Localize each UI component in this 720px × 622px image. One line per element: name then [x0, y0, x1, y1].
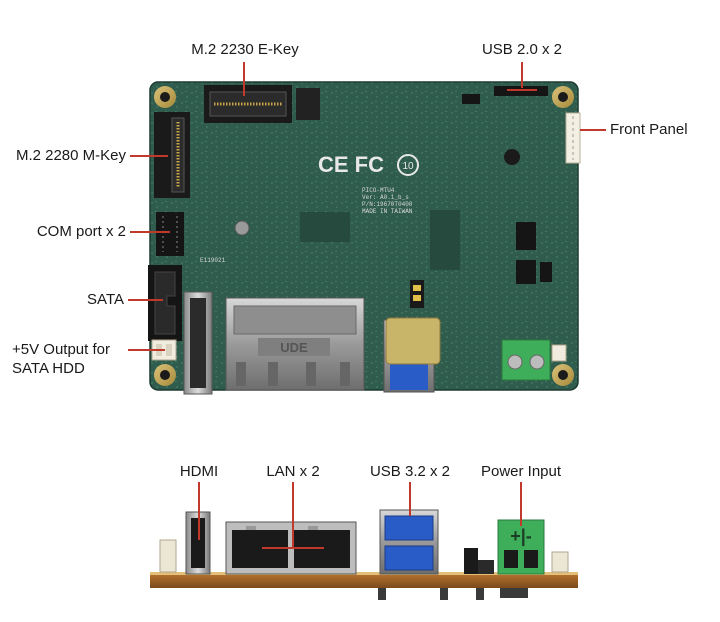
right-header-side	[551, 551, 569, 573]
model-line-3: P/N:19670T0400	[362, 201, 413, 208]
label-m2-e-key: M.2 2230 E-Key	[191, 41, 299, 58]
bottom-leader-lines	[198, 482, 522, 549]
model-line-1: PICO-MTU4	[362, 187, 395, 194]
top-board: UDE CE FC 10 PICO-MTU4 Ver: A0.1_b_s	[148, 81, 581, 395]
small-header-right	[551, 344, 567, 362]
label-hdmi: HDMI	[179, 463, 219, 480]
capacitor-block	[385, 317, 441, 365]
lan-top: UDE	[225, 297, 365, 391]
label-lan: LAN x 2	[266, 463, 320, 480]
power-terminal-front: +|-	[497, 519, 545, 575]
label-power-input: Power Input	[480, 463, 562, 480]
small-part	[464, 548, 478, 574]
cert-marking: CE FC	[318, 152, 384, 177]
usb32-front	[379, 509, 439, 575]
small-part	[478, 560, 494, 574]
left-header-side	[159, 539, 177, 573]
board-legs	[378, 588, 528, 600]
com-port-headers	[156, 212, 184, 256]
label-power-output-1: +5V Output for	[12, 341, 110, 358]
sata-connector	[148, 265, 182, 341]
front-panel-header	[565, 112, 581, 164]
lan-marking: UDE	[280, 340, 308, 355]
top-leader-lines	[128, 62, 606, 351]
hdmi-top	[183, 291, 213, 395]
polarity-marking: +|-	[510, 526, 532, 546]
model-line-2: Ver: A0.1_b_s	[362, 194, 409, 201]
m2-e-key-slot	[204, 85, 320, 123]
misc-components	[234, 94, 552, 308]
label-sata: SATA	[87, 291, 124, 308]
silkscreen-area: CE FC 10 PICO-MTU4 Ver: A0.1_b_s P/N:196…	[200, 152, 419, 264]
model-line-4: MADE IN TAIWAN	[362, 208, 413, 215]
svg-text:10: 10	[402, 161, 414, 172]
label-usb32: USB 3.2 x 2	[369, 463, 451, 480]
label-com-port: COM port x 2	[36, 223, 126, 240]
label-front-panel: Front Panel	[610, 121, 688, 138]
board-code: E119021	[200, 257, 226, 264]
power-terminal-top	[501, 339, 551, 381]
label-usb20: USB 2.0 x 2	[481, 41, 563, 58]
label-m2-m-key: M.2 2280 M-Key	[15, 147, 126, 164]
bottom-board: +|-	[150, 509, 578, 600]
pcb-edge	[150, 574, 578, 588]
label-power-output-2: SATA HDD	[12, 360, 85, 377]
mounting-holes	[154, 86, 574, 386]
